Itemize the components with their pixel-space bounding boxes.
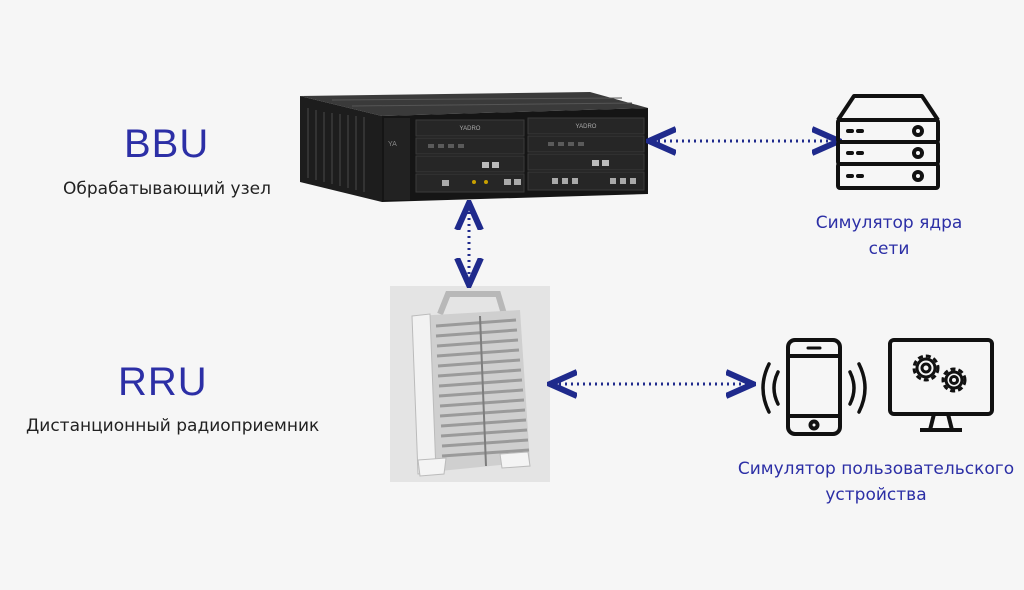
ue-simulator-label: Симулятор пользовательского устройства [734, 456, 1018, 508]
rru-device-image [390, 286, 550, 482]
monitor-gears-icon [888, 338, 994, 432]
core-simulator-line1: Симулятор ядра [815, 213, 963, 233]
ue-simulator-line2: устройства [825, 485, 927, 505]
svg-text:YA: YA [388, 141, 397, 148]
rru-description: Дистанционный радиоприемник [26, 416, 320, 436]
smartphone-icon [786, 338, 842, 436]
server-rack-icon [836, 94, 940, 190]
core-simulator-line2: сети [868, 239, 910, 259]
sound-waves-icon [761, 362, 867, 414]
rru-title: RRU [118, 360, 208, 404]
bbu-description: Обрабатывающий узел [63, 179, 271, 199]
bbu-title: BBU [124, 122, 210, 166]
bbu-brand-label: YADRO [460, 126, 481, 132]
ue-simulator-line1: Симулятор пользовательского [737, 459, 1015, 479]
bbu-device-image: YA YADRO YADRO [300, 92, 648, 202]
core-simulator-label: Симулятор ядра сети [804, 210, 974, 262]
bbu-brand-label-2: YADRO [576, 124, 597, 130]
